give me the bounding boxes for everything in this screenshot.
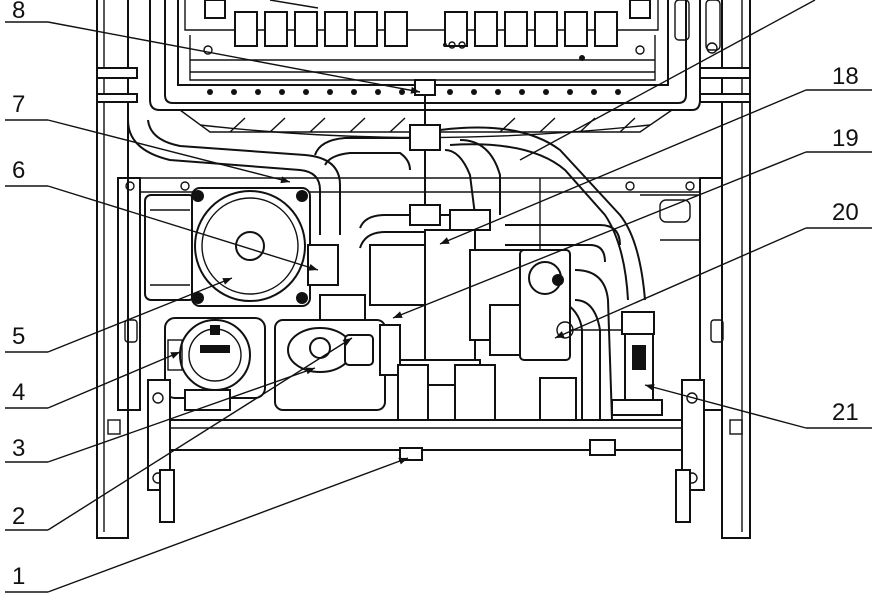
callout-number: 6 xyxy=(12,157,25,184)
heat-exchanger-fin xyxy=(444,11,468,47)
callout-arrowhead xyxy=(410,86,420,94)
burner-fixing-dot xyxy=(327,89,333,95)
burner-fixing-dot xyxy=(255,89,261,95)
heat-exchanger-fin xyxy=(264,11,288,47)
callout-arrowhead xyxy=(398,457,408,465)
heat-exchanger-fin xyxy=(324,11,348,47)
callout-leader-line xyxy=(269,0,319,9)
callout-arrowhead xyxy=(222,278,232,285)
burner-fixing-dot xyxy=(447,89,453,95)
callout-arrowhead xyxy=(280,176,290,184)
callout-leader-line xyxy=(47,367,316,463)
callout-leader-line xyxy=(47,337,353,531)
gas-valve xyxy=(164,317,266,411)
callout-arrowhead xyxy=(342,338,352,346)
callout-arrowhead xyxy=(555,331,565,338)
heat-exchanger-assembly xyxy=(149,0,701,139)
burner-fixing-dot xyxy=(471,89,477,95)
burner-fixing-dot xyxy=(303,89,309,95)
mounting-frame xyxy=(117,177,723,411)
callout-arrowhead xyxy=(440,237,450,244)
burner-fixing-dot xyxy=(519,89,525,95)
callout-leader-line xyxy=(47,21,421,93)
circulation-pump xyxy=(144,187,339,307)
burner-fixing-dot xyxy=(231,89,237,95)
burner-fixing-dot xyxy=(375,89,381,95)
callout-arrowhead xyxy=(305,367,315,375)
callout-arrowhead xyxy=(645,383,655,391)
callout-leader-line xyxy=(519,0,816,161)
burner-fixing-dot xyxy=(279,89,285,95)
burner-fixing-dot xyxy=(615,89,621,95)
callout-leader-line xyxy=(47,185,319,271)
burner-fixing-dot xyxy=(495,89,501,95)
burner-fixing-dot xyxy=(567,89,573,95)
callout-number: 4 xyxy=(12,379,25,406)
pressure-sensor xyxy=(274,294,401,411)
callout-leader-line xyxy=(392,151,807,319)
callout-number: 7 xyxy=(12,91,25,118)
heat-exchanger-fin xyxy=(474,11,498,47)
callout-arrowhead xyxy=(308,263,318,271)
callout-number: 20 xyxy=(832,199,859,226)
heat-exchanger-fin xyxy=(294,11,318,47)
burner-fixing-dot xyxy=(351,89,357,95)
callout-arrowhead xyxy=(393,311,403,318)
callout-number: 8 xyxy=(12,0,25,24)
burner-fixing-dot xyxy=(543,89,549,95)
heat-exchanger-fin xyxy=(504,11,528,47)
callout-leader-line xyxy=(554,227,807,339)
heat-exchanger-fin xyxy=(234,11,258,47)
callout-number: 21 xyxy=(832,399,859,426)
burner-fixing-dot xyxy=(591,89,597,95)
callout-leader-line xyxy=(47,457,409,593)
heat-exchanger-fin xyxy=(384,11,408,47)
heat-exchanger-fin xyxy=(594,11,618,47)
burner-fixing-dot xyxy=(207,89,213,95)
callout-number: 1 xyxy=(12,563,25,590)
callout-leader-line xyxy=(644,384,807,429)
bottom-connections xyxy=(107,364,743,523)
callout-number: 18 xyxy=(832,63,859,90)
callout-number: 3 xyxy=(12,435,25,462)
callout-leader-line xyxy=(47,119,291,183)
heat-exchanger-fin xyxy=(564,11,588,47)
burner-fixing-dot xyxy=(399,89,405,95)
callout-number: 2 xyxy=(12,503,25,530)
heat-exchanger-fin xyxy=(354,11,378,47)
callout-number: 19 xyxy=(832,125,859,152)
callout-leader-line xyxy=(439,89,807,245)
callout-number: 5 xyxy=(12,323,25,350)
callout-leader-line xyxy=(47,351,181,409)
heat-exchanger-fin xyxy=(534,11,558,47)
callout-leader-line xyxy=(47,277,233,353)
callout-arrowhead xyxy=(170,352,180,359)
safety-valve xyxy=(611,311,663,416)
